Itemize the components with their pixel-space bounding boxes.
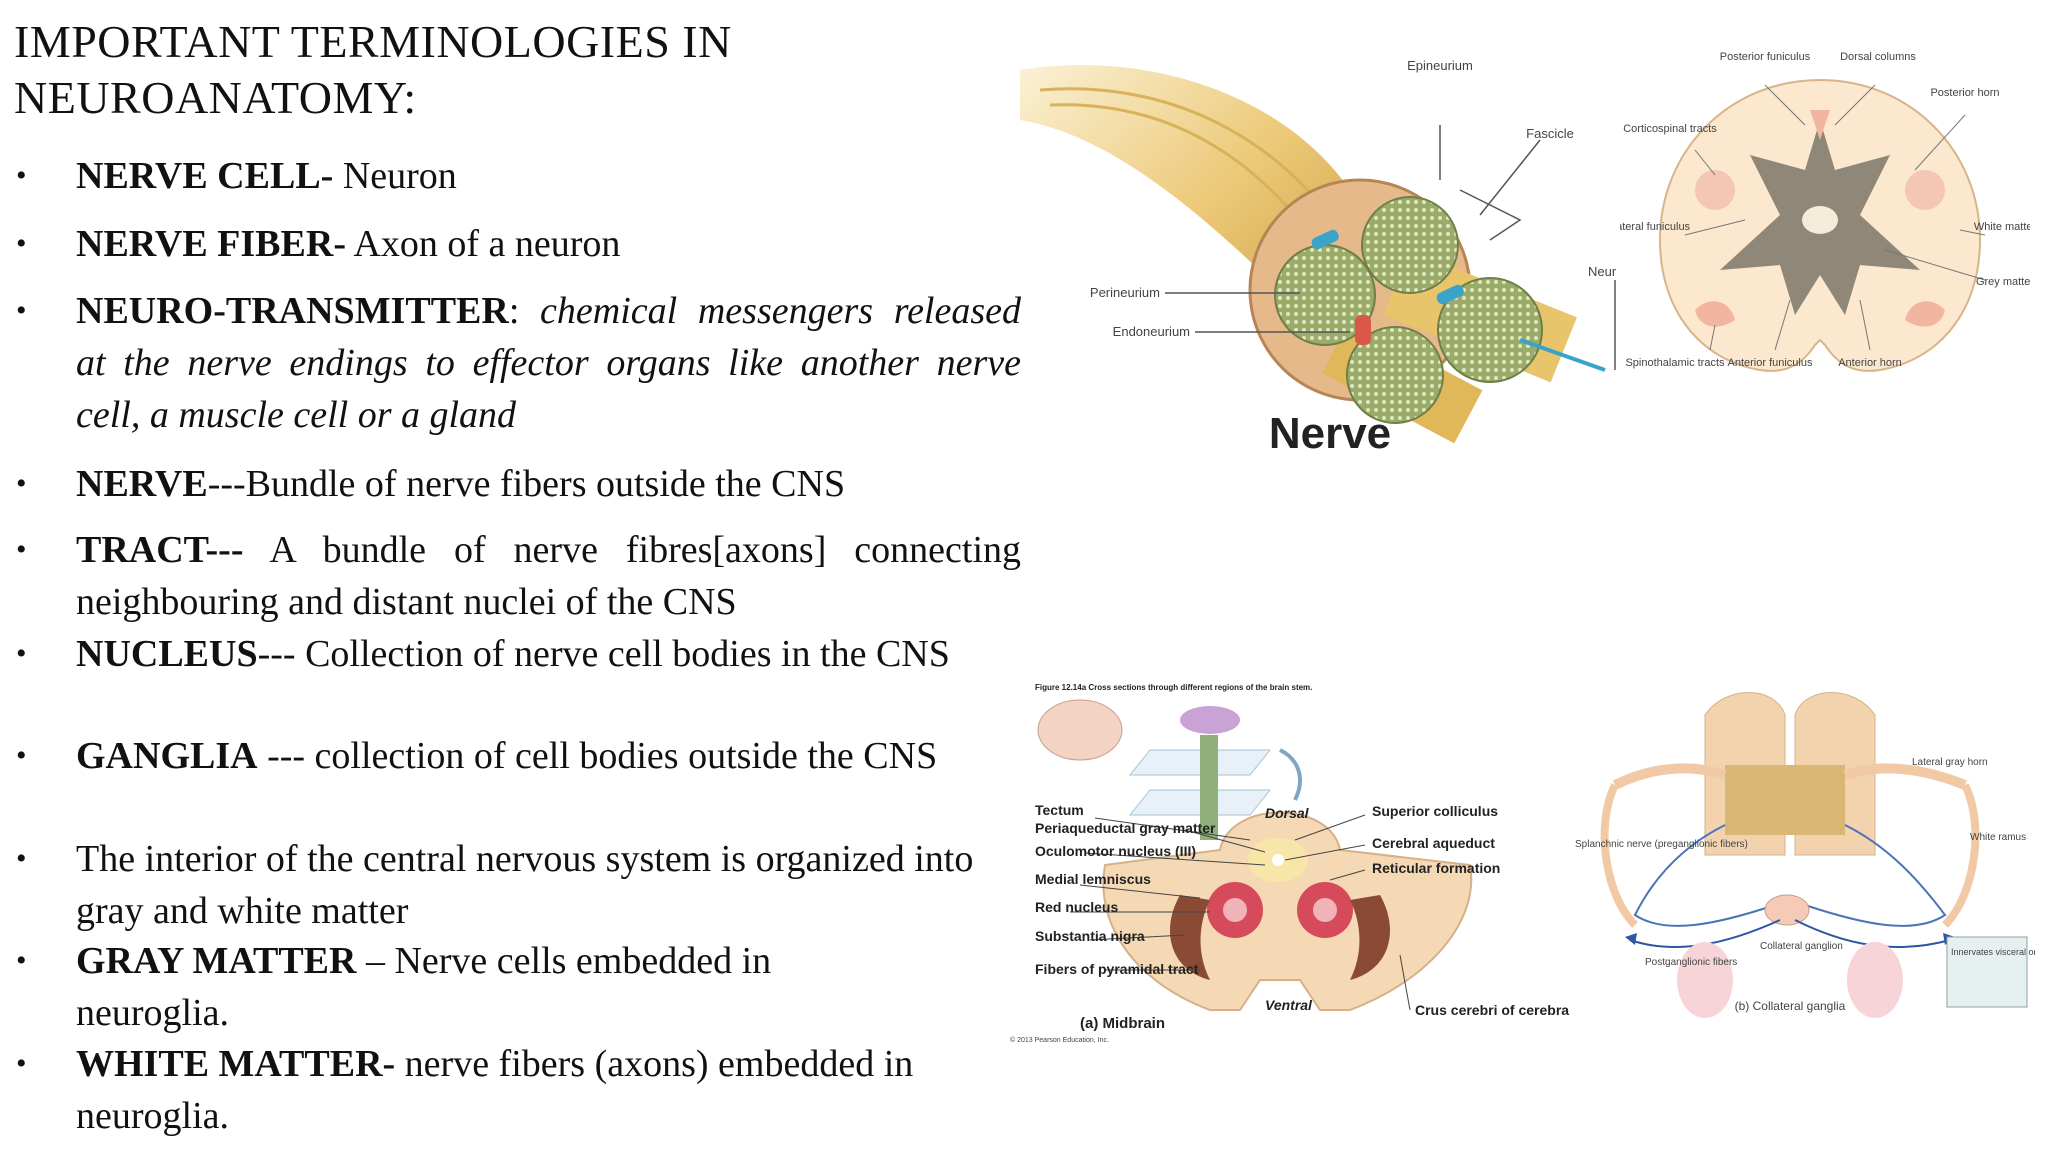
nerve-illustration: Epineurium Fascicle Perineurium Endoneur…	[1020, 58, 1617, 458]
nerve-caption: Nerve	[1269, 409, 1391, 458]
title-line-2: NEUROANATOMY:	[14, 72, 417, 123]
label-anterior-horn: Anterior horn	[1838, 357, 1902, 369]
definition: --- Collection of nerve cell bodies in t…	[257, 633, 950, 675]
term: NERVE CELL-	[76, 155, 334, 197]
label-grey-matter: Grey matter	[1976, 276, 2030, 288]
list-item: • The interior of the central nervous sy…	[16, 833, 1016, 937]
bullet-point: •	[16, 533, 27, 566]
label-reticular-formation: Reticular formation	[1372, 860, 1500, 876]
label-epineurium: Epineurium	[1407, 58, 1473, 73]
list-item: • TRACT--- A bundle of nerve fibres[axon…	[16, 524, 1021, 628]
term: NEURO-TRANSMITTER	[76, 290, 509, 332]
label-medial-lemniscus: Medial lemniscus	[1035, 871, 1151, 887]
label-collateral-ganglion: Collateral ganglion	[1760, 941, 1843, 952]
label-corticospinal-tracts: Corticospinal tracts	[1623, 123, 1717, 135]
label-white-ramus: White ramus	[1970, 832, 2026, 843]
definition: A bundle of nerve fibres[axons] connecti…	[76, 529, 1021, 623]
definition: Neuron	[342, 155, 457, 197]
collateral-ganglia-illustration: Lateral gray horn White ramus Splanchnic…	[1575, 692, 2035, 1018]
label-cerebral-aqueduct: Cerebral aqueduct	[1372, 835, 1495, 851]
midbrain-credit: © 2013 Pearson Education, Inc.	[1010, 1036, 1109, 1044]
label-oculomotor-nucleus: Oculomotor nucleus (III)	[1035, 843, 1196, 859]
term: TRACT---	[76, 529, 244, 571]
bullet-point: •	[16, 159, 27, 192]
label-innervates: Innervates visceral organs in abdominope…	[1951, 947, 2035, 957]
spinal-cord-illustration: Posterior funiculus Dorsal columns Poste…	[1620, 51, 2030, 372]
label-crus-cerebri: Crus cerebri of cerebral peduncle	[1415, 1002, 1570, 1018]
label-postganglionic-fibers: Postganglionic fibers	[1645, 957, 1737, 968]
list-item: • NERVE FIBER- Axon of a neuron	[16, 218, 1016, 270]
label-tectum: Tectum	[1035, 802, 1084, 818]
label-substantia-nigra: Substantia nigra	[1035, 928, 1145, 944]
label-white-matter: White matter	[1974, 221, 2030, 233]
title-line-1: IMPORTANT TERMINOLOGIES IN	[14, 16, 732, 67]
label-periaqueductal-gray: Periaqueductal gray matter	[1035, 820, 1216, 836]
list-item: • WHITE MATTER- nerve fibers (axons) emb…	[16, 1038, 1016, 1142]
bullet-point: •	[16, 739, 27, 772]
definition: Axon of a neuron	[353, 223, 621, 265]
label-perineurium: Perineurium	[1090, 285, 1160, 300]
label-superior-colliculus: Superior colliculus	[1372, 803, 1498, 819]
label-dorsal-columns: Dorsal columns	[1840, 51, 1916, 63]
label-neuron: Neur	[1588, 264, 1617, 279]
term: WHITE MATTER-	[76, 1043, 396, 1085]
definition: – Nerve cells embedded in neuroglia.	[76, 940, 772, 1034]
bullet-point: •	[16, 1047, 27, 1080]
midbrain-dorsal-label: Dorsal	[1265, 805, 1310, 821]
definition: ---Bundle of nerve fibers outside the CN…	[207, 463, 846, 505]
bullet-point: •	[16, 944, 27, 977]
list-item: • NERVE---Bundle of nerve fibers outside…	[16, 458, 1016, 510]
label-red-nucleus: Red nucleus	[1035, 899, 1118, 915]
label-posterior-horn: Posterior horn	[1930, 87, 1999, 99]
term: GRAY MATTER	[76, 940, 357, 982]
midbrain-illustration: Figure 12.14a Cross sections through dif…	[1010, 683, 1570, 1044]
definition: The interior of the central nervous syst…	[76, 838, 974, 932]
label-spinothalamic-tracts: Spinothalamic tracts	[1625, 357, 1725, 369]
list-item: • GANGLIA --- collection of cell bodies …	[16, 730, 976, 782]
term: NERVE	[76, 463, 208, 505]
definition: nerve fibers (axons) embedded in neurogl…	[76, 1043, 914, 1137]
list-item: • NERVE CELL- Neuron	[16, 150, 1016, 202]
list-item: • NEURO-TRANSMITTER: chemical messengers…	[16, 285, 1021, 441]
label-endoneurium: Endoneurium	[1113, 324, 1190, 339]
label-lateral-funiculus: Lateral funiculus	[1620, 221, 1691, 233]
label-pyramidal-tract: Fibers of pyramidal tract	[1035, 961, 1199, 977]
term: NERVE FIBER-	[76, 223, 346, 265]
label-anterior-funiculus: Anterior funiculus	[1728, 357, 1813, 369]
list-item: • NUCLEUS--- Collection of nerve cell bo…	[16, 628, 976, 680]
bullet-point: •	[16, 227, 27, 260]
definition: chemical messengers released at the nerv…	[76, 290, 1022, 436]
midbrain-caption: (a) Midbrain	[1080, 1015, 1165, 1032]
label-posterior-funiculus: Posterior funiculus	[1720, 51, 1811, 63]
label-fascicle: Fascicle	[1526, 126, 1574, 141]
label-lateral-gray-horn: Lateral gray horn	[1912, 757, 1988, 768]
midbrain-left-labels: Tectum Periaqueductal gray matter Oculom…	[1035, 802, 1216, 977]
bullet-point: •	[16, 842, 27, 875]
midbrain-figure-title: Figure 12.14a Cross sections through dif…	[1035, 683, 1312, 692]
term: GANGLIA	[76, 735, 258, 777]
page-title: IMPORTANT TERMINOLOGIES IN NEUROANATOMY:	[14, 14, 1014, 126]
ganglia-caption: (b) Collateral ganglia	[1735, 999, 1846, 1013]
bullet-point: •	[16, 637, 27, 670]
midbrain-right-labels: Superior colliculus Cerebral aqueduct Re…	[1372, 803, 1570, 1018]
term: NUCLEUS	[76, 633, 258, 675]
label-splanchnic-nerve: Splanchnic nerve (preganglionic fibers)	[1575, 839, 1748, 850]
list-item: • GRAY MATTER – Nerve cells embedded in …	[16, 935, 916, 1039]
bullet-point: •	[16, 467, 27, 500]
bullet-point: •	[16, 294, 27, 327]
midbrain-ventral-label: Ventral	[1265, 997, 1313, 1013]
definition: --- collection of cell bodies outside th…	[267, 735, 938, 777]
